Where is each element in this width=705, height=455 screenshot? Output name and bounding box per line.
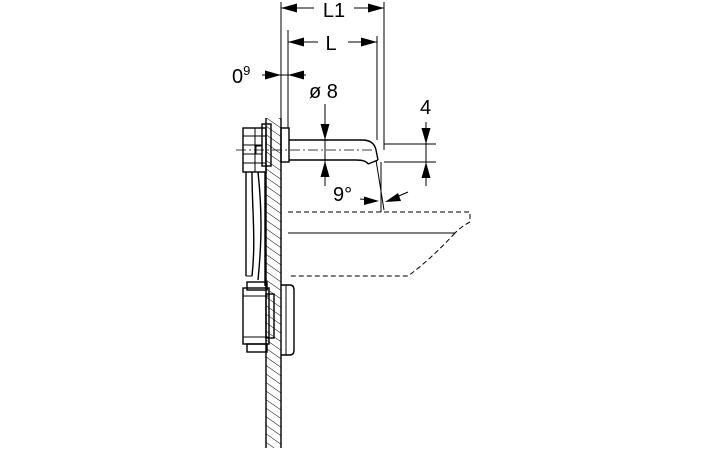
height-arrow-top <box>421 128 431 144</box>
l1-label: L1 <box>323 0 345 22</box>
l-arrow-right <box>361 37 377 47</box>
spout-outlet <box>367 159 379 165</box>
l-label: L <box>325 33 336 55</box>
offset-label: 09 <box>232 63 250 88</box>
angle-arrow-left <box>364 196 379 205</box>
diameter-arrow-bottom <box>320 161 330 177</box>
lower-control-box <box>242 281 295 356</box>
dimension-l: L <box>288 32 377 55</box>
lower-box-top-cap <box>246 281 268 291</box>
offset-value: 0 <box>232 66 243 88</box>
wall-hatching <box>266 118 281 448</box>
offset-arrow-right <box>288 70 304 80</box>
dimension-l1: L1 <box>281 0 384 22</box>
height-arrow-bottom <box>421 162 431 178</box>
dimension-height: 4 <box>384 97 436 186</box>
dimension-angle: 9° <box>333 159 409 212</box>
wall <box>265 118 282 448</box>
hose-left-inner <box>251 171 255 277</box>
height-label: 4 <box>420 97 431 119</box>
l1-arrow-right <box>368 3 384 13</box>
spout-wall-flange <box>280 127 290 163</box>
angle-arrow-right <box>385 193 401 202</box>
l-label-bg <box>318 32 348 52</box>
spout <box>236 127 379 165</box>
offset-superscript: 9 <box>243 63 250 78</box>
washbasin <box>288 211 471 277</box>
upper-mounting-box <box>242 123 272 173</box>
extension-lines <box>280 2 385 150</box>
dimension-wall-offset: 09 <box>232 63 306 88</box>
hose-middle <box>257 171 262 281</box>
upper-box-port <box>255 145 263 155</box>
spout-top-edge <box>289 139 379 161</box>
offset-arrow-left <box>265 70 281 80</box>
l1-arrow-left <box>281 3 297 13</box>
diameter-label: ø 8 <box>309 81 338 103</box>
angle-label: 9° <box>333 184 352 206</box>
basin-bowl <box>288 232 456 277</box>
lower-box-flange <box>265 293 275 339</box>
angle-reference-tilted <box>375 159 385 211</box>
lower-box-cover-plate <box>281 284 295 356</box>
diameter-arrow-top <box>320 124 330 140</box>
lower-box-bottom-cap <box>246 343 268 353</box>
connection-hoses <box>245 171 266 286</box>
basin-rim <box>288 211 471 234</box>
l1-label-bg <box>314 0 354 20</box>
spout-bottom-edge <box>289 159 369 165</box>
l-arrow-left <box>288 37 304 47</box>
dimension-diameter: ø 8 <box>309 81 338 186</box>
